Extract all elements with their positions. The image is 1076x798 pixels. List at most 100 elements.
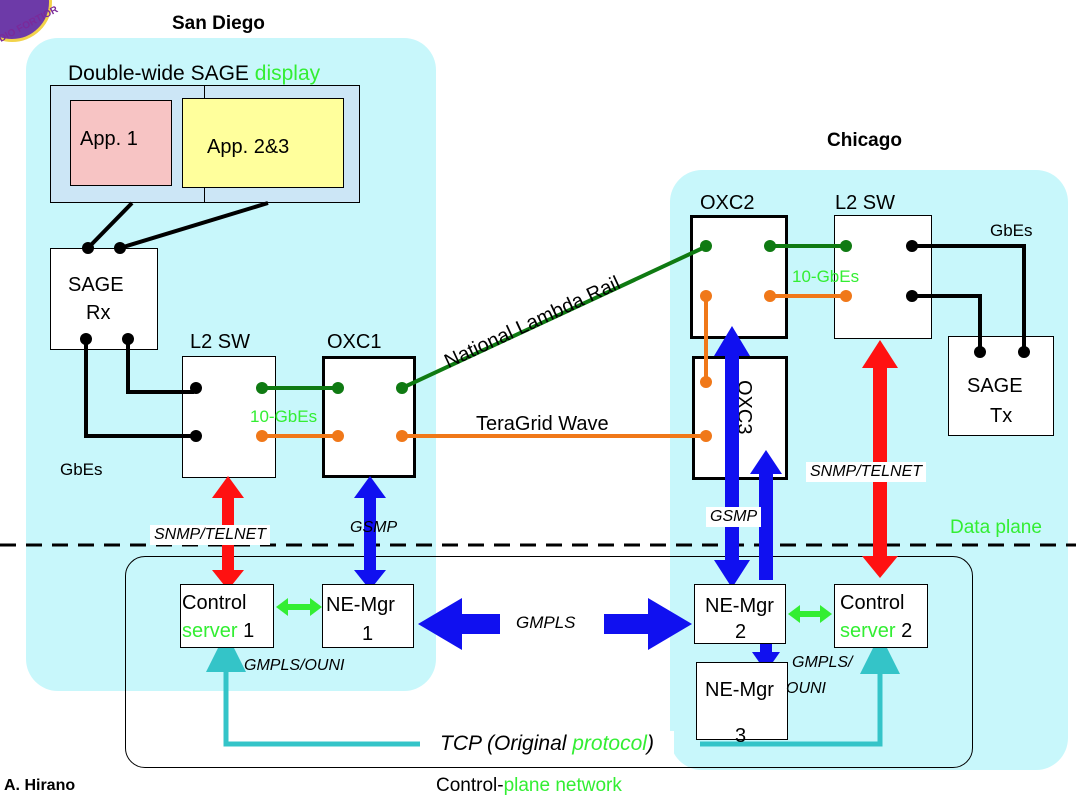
nlr-link bbox=[401, 245, 706, 390]
port-oxc1-1 bbox=[332, 382, 344, 394]
display-title: Double-wide SAGE display bbox=[68, 63, 320, 84]
sage-rx-box bbox=[50, 248, 158, 350]
chi-gbe-2 bbox=[912, 294, 982, 352]
port-tx-2 bbox=[1018, 346, 1030, 358]
display-link-1 bbox=[86, 201, 134, 250]
sd-10gbes-label: 10-GbEs bbox=[250, 407, 318, 426]
sage-tx-label-2: Tx bbox=[990, 405, 1013, 427]
control-server-2-word: server bbox=[840, 620, 896, 642]
control-plane-label-green: plane network bbox=[503, 775, 622, 796]
port-rx-1 bbox=[82, 242, 94, 254]
sage-rx-label-2: Rx bbox=[86, 302, 111, 324]
control-plane-label: Control-plane network bbox=[436, 776, 622, 795]
sd-snmp-arrow-head-down bbox=[212, 570, 244, 590]
chi-snmp-label: SNMP/TELNET bbox=[806, 462, 927, 482]
tcp-arrow-right bbox=[700, 634, 900, 747]
oxc1-label: OXC1 bbox=[327, 331, 382, 353]
ne-mgr-1-line1: NE-Mgr bbox=[326, 594, 395, 616]
display-title-main: Double-wide SAGE bbox=[68, 62, 255, 85]
port-chil2-2 bbox=[840, 290, 852, 302]
ne-mgr-3-line2: 3 bbox=[735, 725, 747, 747]
oxc1-box bbox=[322, 356, 416, 478]
port-chil2-1 bbox=[840, 240, 852, 252]
chi-green-arrow-head-left bbox=[788, 605, 800, 623]
chi-snmp-arrow-head-up bbox=[862, 340, 898, 368]
display-link-2 bbox=[119, 201, 269, 250]
ne-mgr-3 bbox=[696, 662, 788, 740]
tcp-label: TCP (Original protocol) bbox=[420, 731, 674, 756]
ne-mgr-1 bbox=[322, 584, 414, 648]
sd-gsmp-label: GSMP bbox=[350, 519, 398, 536]
gmpls-arrow-head-right bbox=[648, 598, 692, 650]
app1-label: App. 1 bbox=[80, 128, 138, 150]
control-server-2-line1: Control bbox=[840, 592, 905, 614]
chi-l2-switch bbox=[834, 215, 932, 339]
port-oxc1-2 bbox=[332, 430, 344, 442]
teragrid-label: TeraGrid Wave bbox=[476, 413, 609, 435]
control-server-2-number: 2 bbox=[895, 620, 913, 642]
port-rx-4 bbox=[122, 333, 134, 345]
gbe-link-1 bbox=[126, 339, 194, 394]
app23-window bbox=[182, 98, 344, 188]
control-plane-label-main: Control- bbox=[436, 775, 504, 796]
chicago-title: Chicago bbox=[827, 130, 902, 151]
chi-gbes-label: GbEs bbox=[990, 221, 1033, 240]
chi-gbe-1 bbox=[912, 244, 1026, 352]
ne-mgr-1-line2: 1 bbox=[362, 623, 374, 645]
port-oxc3-1 bbox=[700, 376, 712, 388]
sd-green-arrow-head-left bbox=[276, 598, 288, 616]
sd-l2sw-label: L2 SW bbox=[190, 331, 251, 353]
tcp-label-end: ) bbox=[646, 732, 654, 755]
tcp-arrow-left bbox=[206, 632, 420, 747]
sd-snmp-label: SNMP/TELNET bbox=[150, 525, 271, 545]
chi-gsmp-arrow-1-head-up bbox=[714, 326, 750, 356]
port-oxc1-4 bbox=[396, 430, 408, 442]
gbe-link-2 bbox=[84, 339, 194, 438]
sage-tx-box bbox=[948, 336, 1054, 436]
port-oxc2-2 bbox=[700, 290, 712, 302]
ports bbox=[80, 240, 1030, 442]
sd-green-arrow-head-right bbox=[310, 598, 322, 616]
port-rx-2 bbox=[114, 242, 126, 254]
data-plane-label: Data plane bbox=[950, 517, 1042, 538]
control-server-1-line2: server 1 bbox=[182, 621, 254, 641]
control-server-2-line2: server 2 bbox=[840, 621, 912, 641]
oxc2-label: OXC2 bbox=[700, 192, 755, 214]
sage-tx-label-1: SAGE bbox=[967, 375, 1023, 397]
chi-gsmp-label: GSMP bbox=[706, 507, 762, 527]
control-server-2 bbox=[834, 584, 928, 648]
tcp-label-main: TCP (Original bbox=[440, 732, 573, 755]
ne-mgr-3-line1: NE-Mgr bbox=[705, 679, 774, 701]
gmpls-label: GMPLS bbox=[516, 613, 576, 632]
control-server-1-number: 1 bbox=[237, 620, 255, 642]
sd-snmp-arrow-head-up bbox=[212, 476, 244, 498]
control-plane-network-box bbox=[125, 556, 973, 768]
ne-mgr-2-line2: 2 bbox=[735, 621, 747, 643]
port-oxc3-2 bbox=[700, 430, 712, 442]
chi-l2sw-label: L2 SW bbox=[835, 192, 896, 214]
sd-gsmp-arrow-head-down bbox=[354, 570, 386, 590]
ne-mgr-2 bbox=[694, 584, 786, 644]
port-tx-1 bbox=[974, 346, 986, 358]
chi-gsmp-arrow-1-head-down bbox=[714, 560, 750, 588]
port-chil2-4 bbox=[906, 290, 918, 302]
control-server-1 bbox=[180, 584, 274, 648]
ne-mgr-2-line1: NE-Mgr bbox=[705, 595, 774, 617]
port-sdl2-3 bbox=[256, 382, 268, 394]
port-oxc2-3 bbox=[764, 240, 776, 252]
control-server-1-word: server bbox=[182, 620, 238, 642]
display-title-green: display bbox=[254, 62, 321, 85]
chi-green-arrow-head-right bbox=[820, 605, 832, 623]
san-diego-title: San Diego bbox=[172, 13, 265, 34]
chi-gsmp-arrow-2-head-up bbox=[750, 450, 782, 474]
port-oxc2-4 bbox=[764, 290, 776, 302]
port-sdl2-1 bbox=[190, 382, 202, 394]
chi-gmpls-ouni-label-1: GMPLS/ bbox=[792, 654, 853, 671]
port-sdl2-2 bbox=[190, 430, 202, 442]
port-oxc2-1 bbox=[700, 240, 712, 252]
port-rx-3 bbox=[80, 333, 92, 345]
sd-gbes-label: GbEs bbox=[60, 460, 103, 479]
port-chil2-3 bbox=[906, 240, 918, 252]
